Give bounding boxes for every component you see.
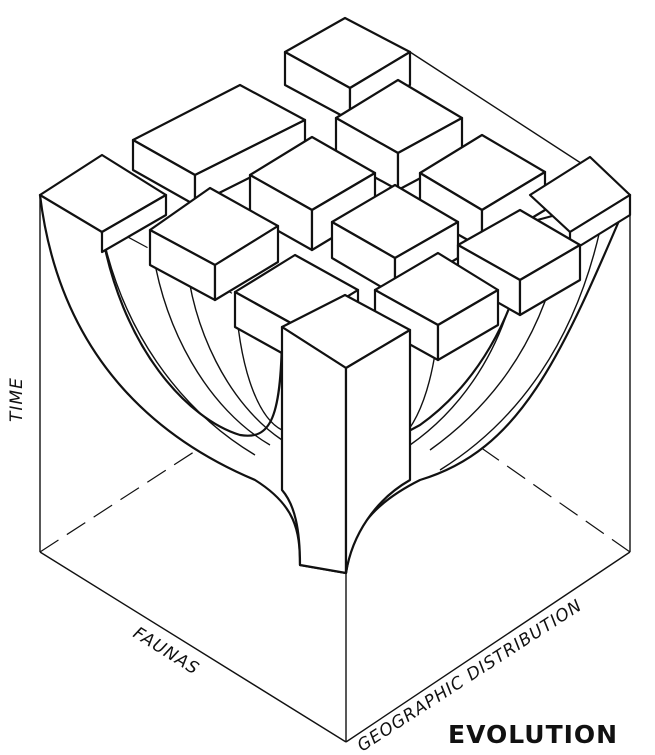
bounding-cube (39, 51, 631, 743)
column-back-left-long (131, 83, 307, 207)
column-left-corner (38, 153, 168, 254)
cube-base-right-edge (345, 551, 631, 743)
figure-title: EVOLUTION (448, 720, 618, 749)
cube-base-left-edge (39, 551, 347, 743)
axis-label-time: TIME (7, 377, 27, 422)
column-mid-upper (334, 78, 464, 192)
column-front-trunk (280, 293, 412, 575)
column-right-mid (456, 208, 582, 317)
branch-curve-8 (439, 229, 601, 471)
cube-hidden-base-right (469, 439, 631, 553)
column-right-corner (528, 155, 632, 254)
column-center-upper (248, 135, 377, 252)
axis-label-faunas: FAUNAS (129, 623, 202, 679)
cube-hidden-base-left (39, 447, 201, 553)
column-front-right (373, 251, 500, 362)
faunal-columns (38, 16, 632, 575)
column-left-mid (148, 186, 280, 302)
branch-curve-1 (99, 221, 256, 456)
